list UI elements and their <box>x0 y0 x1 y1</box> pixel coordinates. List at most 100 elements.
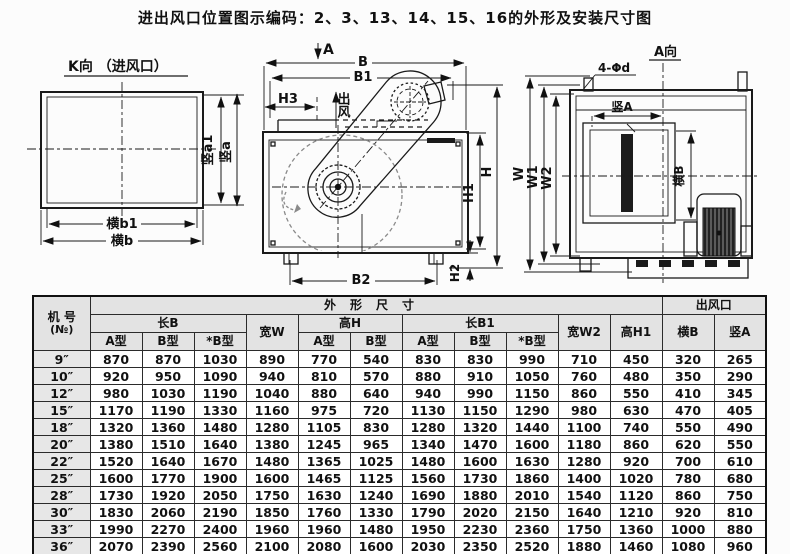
dim-value-cell: 1480 <box>193 418 247 436</box>
dim-value-cell: 540 <box>349 350 403 368</box>
dim-value-cell: 2030 <box>401 537 455 554</box>
dim-value-cell: 1210 <box>609 503 663 521</box>
a-view-diagram: A向 4-Φd 竖A 横B <box>512 44 758 283</box>
dim-label-b2: B2 <box>352 273 371 288</box>
k-view-diagram: K向 （进风口） 竖a1 竖a 横b1 横b <box>27 58 244 249</box>
dim-value-cell: 965 <box>349 435 403 453</box>
dim-value-cell: 1850 <box>245 503 299 521</box>
dim-value-cell: 2400 <box>193 520 247 538</box>
header-outlet: 出风口 <box>661 295 767 315</box>
dim-value-cell: 1830 <box>89 503 143 521</box>
dim-label-h2: H2 <box>448 264 462 282</box>
dim-label-shu-a1: 竖a1 <box>201 135 216 166</box>
dim-value-cell: 1360 <box>609 520 663 538</box>
dim-value-cell: 1480 <box>245 452 299 470</box>
dim-value-cell: 1560 <box>401 469 455 487</box>
dim-value-cell: 910 <box>453 367 507 385</box>
dim-value-cell: 550 <box>661 418 715 436</box>
header-type-bstar: *B型 <box>505 332 559 351</box>
dim-value-cell: 990 <box>453 384 507 402</box>
dim-value-cell: 890 <box>245 350 299 368</box>
header-height-h: 高H <box>297 314 403 333</box>
dim-value-cell: 1330 <box>193 401 247 419</box>
dim-value-cell: 1540 <box>557 486 611 504</box>
dim-value-cell: 870 <box>89 350 143 368</box>
dim-value-cell: 990 <box>505 350 559 368</box>
machine-no-sub: (№) <box>50 323 74 337</box>
dim-value-cell: 1030 <box>141 384 195 402</box>
dim-value-cell: 1670 <box>193 452 247 470</box>
dim-value-cell: 1920 <box>141 486 195 504</box>
dim-value-cell: 2270 <box>141 520 195 538</box>
dim-value-cell: 1180 <box>557 435 611 453</box>
dim-value-cell: 550 <box>609 384 663 402</box>
header-type-b: B型 <box>349 332 403 351</box>
dim-value-cell: 1600 <box>505 435 559 453</box>
dim-value-cell: 1105 <box>297 418 351 436</box>
dim-value-cell: 860 <box>557 384 611 402</box>
dim-value-cell: 860 <box>661 486 715 504</box>
dim-label-w: W <box>512 167 527 181</box>
dim-value-cell: 960 <box>713 537 767 554</box>
dim-value-cell: 1750 <box>245 486 299 504</box>
dim-value-cell: 1960 <box>245 520 299 538</box>
dim-value-cell: 1730 <box>89 486 143 504</box>
dim-label-shu-a: 竖a <box>219 141 234 163</box>
outlet-air-label: 出风 <box>335 91 351 119</box>
dim-value-cell: 620 <box>661 435 715 453</box>
header-type-b: B型 <box>453 332 507 351</box>
page-title: 进出风口位置图示编码：2、3、13、14、15、16的外形及安装尺寸图 <box>137 9 653 27</box>
dim-value-cell: 1000 <box>661 520 715 538</box>
dim-value-cell: 1100 <box>557 418 611 436</box>
dim-label-b1: B1 <box>354 70 373 85</box>
dim-value-cell: 1950 <box>401 520 455 538</box>
dim-value-cell: 1690 <box>401 486 455 504</box>
dim-value-cell: 2060 <box>141 503 195 521</box>
dim-value-cell: 2560 <box>193 537 247 554</box>
dim-value-cell: 1090 <box>193 367 247 385</box>
dim-label-shu-A: 竖A <box>611 100 633 114</box>
machine-no-cell: 12″ <box>32 384 91 402</box>
dim-value-cell: 1130 <box>401 401 455 419</box>
dim-value-cell: 490 <box>713 418 767 436</box>
dim-value-cell: 2360 <box>505 520 559 538</box>
dim-label-h1: H1 <box>462 183 477 203</box>
dim-value-cell: 1960 <box>297 520 351 538</box>
dim-value-cell: 870 <box>141 350 195 368</box>
dim-value-cell: 1365 <box>297 452 351 470</box>
dim-value-cell: 450 <box>609 350 663 368</box>
dim-value-cell: 1030 <box>193 350 247 368</box>
dim-value-cell: 830 <box>401 350 455 368</box>
machine-no-cell: 18″ <box>32 418 91 436</box>
dim-value-cell: 1880 <box>453 486 507 504</box>
dim-value-cell: 1510 <box>141 435 195 453</box>
dim-value-cell: 1600 <box>89 469 143 487</box>
dim-value-cell: 320 <box>661 350 715 368</box>
dim-value-cell: 830 <box>453 350 507 368</box>
dim-value-cell: 1730 <box>453 469 507 487</box>
dim-value-cell: 810 <box>713 503 767 521</box>
dim-label-h3: H3 <box>278 92 298 107</box>
dimensions-table: 机 号 (№) 外形尺寸 出风口 长B 宽W 高H 长B1 宽W2 高H1 横B… <box>32 295 768 554</box>
dim-value-cell: 1280 <box>245 418 299 436</box>
dim-value-cell: 1190 <box>141 401 195 419</box>
dim-value-cell: 920 <box>89 367 143 385</box>
dim-value-cell: 405 <box>713 401 767 419</box>
dim-value-cell: 1440 <box>505 418 559 436</box>
dim-value-cell: 1600 <box>245 469 299 487</box>
dim-value-cell: 1330 <box>349 503 403 521</box>
machine-no-cell: 25″ <box>32 469 91 487</box>
dim-value-cell: 570 <box>349 367 403 385</box>
dim-value-cell: 2230 <box>453 520 507 538</box>
dim-value-cell: 880 <box>401 367 455 385</box>
dim-value-cell: 1990 <box>89 520 143 538</box>
dim-value-cell: 1150 <box>453 401 507 419</box>
machine-no-cell: 9″ <box>32 350 91 368</box>
dim-value-cell: 1245 <box>297 435 351 453</box>
dim-label-heng-b1: 横b1 <box>106 216 137 232</box>
dim-value-cell: 1465 <box>297 469 351 487</box>
